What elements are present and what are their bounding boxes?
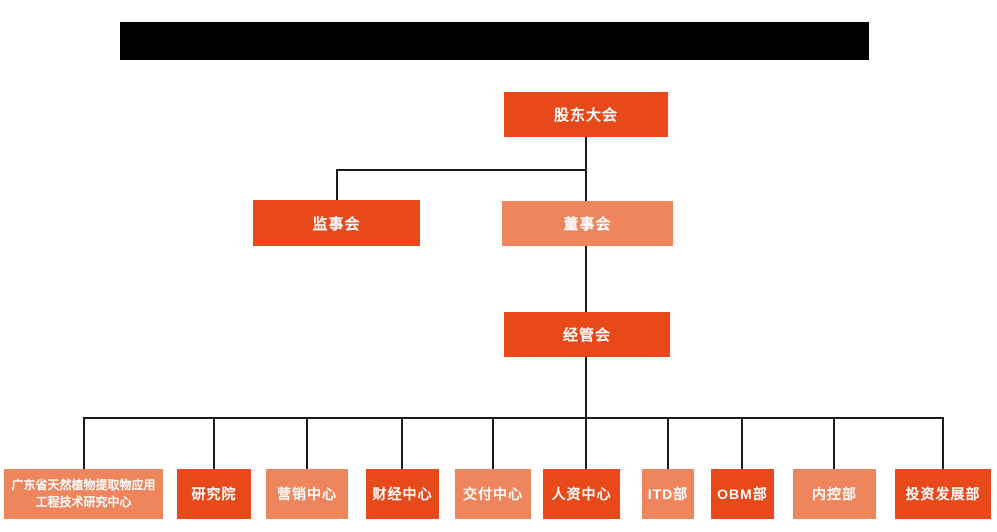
redacted-title-bar [120, 22, 869, 60]
node-label: 经管会 [562, 327, 611, 344]
connector-drop-dept-9 [942, 417, 944, 469]
node-label: 董事会 [563, 216, 612, 233]
connector-drop-dept-3 [401, 417, 403, 469]
node-dept-obm: OBM部 [711, 469, 774, 519]
node-dept-marketing-center: 营销中心 [266, 469, 348, 519]
connector-drop-dept-6 [667, 417, 669, 469]
connector-department-bus [83, 417, 944, 419]
node-label: 股东大会 [553, 107, 618, 124]
node-label: 研究院 [191, 486, 237, 502]
node-label: 投资发展部 [905, 486, 981, 502]
node-dept-investment-development: 投资发展部 [895, 469, 991, 519]
node-label: 营销中心 [277, 486, 337, 502]
node-label: 广东省天然植物提取物应用工程技术研究中心 [11, 478, 156, 509]
node-dept-hr-center: 人资中心 [543, 469, 620, 519]
node-supervisory-board: 监事会 [253, 200, 420, 246]
node-dept-guangdong-research-center: 广东省天然植物提取物应用工程技术研究中心 [4, 469, 163, 519]
connector-management-bus [585, 357, 587, 469]
node-label: 交付中心 [463, 486, 523, 502]
connector-drop-dept-2 [306, 417, 308, 469]
node-label: 财经中心 [372, 486, 433, 502]
connector-shareholders-down [585, 137, 587, 170]
connector-drop-dept-8 [833, 417, 835, 469]
node-dept-finance-center: 财经中心 [366, 469, 439, 519]
node-label: 监事会 [312, 215, 361, 233]
connector-drop-dept-0 [83, 417, 85, 469]
connector-board-drop [585, 169, 587, 201]
node-dept-itd: ITD部 [642, 469, 694, 519]
connector-supervisory-drop [336, 169, 338, 200]
connector-drop-dept-1 [213, 417, 215, 469]
node-label: 人资中心 [551, 486, 612, 502]
connector-drop-dept-7 [741, 417, 743, 469]
node-label: 内控部 [812, 486, 857, 502]
connector-board-management [585, 246, 587, 312]
connector-level2-horizontal [336, 169, 587, 171]
node-label: ITD部 [647, 486, 689, 502]
node-dept-delivery-center: 交付中心 [455, 469, 531, 519]
node-dept-research-institute: 研究院 [177, 469, 251, 519]
node-label: OBM部 [717, 486, 768, 502]
node-management-committee: 经管会 [504, 312, 670, 357]
node-shareholders-meeting: 股东大会 [504, 92, 668, 137]
node-dept-internal-control: 内控部 [793, 469, 876, 519]
connector-drop-dept-4 [492, 417, 494, 469]
node-board-of-directors: 董事会 [502, 201, 673, 246]
